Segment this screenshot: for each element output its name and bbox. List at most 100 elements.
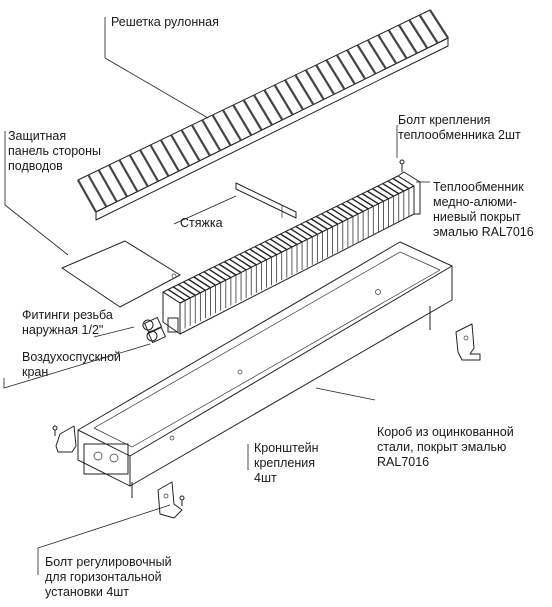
exchanger-top-fin <box>264 240 283 253</box>
exchanger-bolt <box>399 159 405 172</box>
exchanger-top-fin <box>372 188 389 200</box>
exchanger-top-fin <box>280 233 298 246</box>
heat-exchanger <box>162 171 421 335</box>
grille-slat <box>211 114 232 147</box>
exchanger-top-fin <box>305 220 323 233</box>
bracket-bottom <box>157 481 183 519</box>
exchanger-top-fin <box>377 185 395 197</box>
grille-slat <box>170 134 191 167</box>
exchanger-top-fin <box>341 203 359 215</box>
bracket-top-right <box>455 323 481 361</box>
exchanger-top-fin <box>366 190 384 202</box>
grille-slat <box>315 64 336 95</box>
exchanger-top-fin <box>315 215 333 228</box>
label-tie: Стяжка <box>180 216 223 230</box>
bracket-bottom-left <box>55 425 77 453</box>
grille-slat <box>304 69 325 100</box>
exchanger-top-fin <box>285 230 303 243</box>
grille-slat <box>77 179 97 213</box>
grille-slat <box>325 59 346 90</box>
exchanger-top-fin <box>188 278 206 291</box>
exchanger-top-fin <box>244 251 262 263</box>
grille-slat <box>242 99 263 131</box>
grille-slat <box>128 154 149 187</box>
exchanger-top-fin <box>300 223 318 235</box>
grille-slat <box>346 49 367 80</box>
exchanger-top-fin <box>269 238 288 251</box>
grille-slat <box>232 104 253 136</box>
exchanger-top-fin <box>382 182 400 195</box>
grille-slat <box>190 124 211 157</box>
exchanger-top-fin <box>203 271 222 284</box>
exchanger-top-fin <box>331 208 349 220</box>
exchanger-top-fin <box>213 266 232 279</box>
exchanger-top-fin <box>193 276 211 289</box>
exchanger-top-fin <box>177 283 196 296</box>
exchanger-top-fin <box>234 256 252 268</box>
exchanger-top-fin <box>208 268 227 281</box>
exchanger-top-fin <box>326 210 344 223</box>
grille-slat <box>408 19 429 49</box>
galvanized-box <box>77 241 453 498</box>
exchanger-top-fin <box>387 180 405 192</box>
grille-slat <box>221 109 242 141</box>
grille-slat <box>398 24 418 54</box>
exchanger-top-fin <box>239 253 257 266</box>
label-protective-panel: Защитная панель стороны подводов <box>8 129 102 173</box>
exchanger-top-fin <box>183 281 201 294</box>
grille-slat <box>149 144 170 177</box>
exchanger-top-fin <box>167 288 186 302</box>
exchanger-top-fin <box>351 198 369 210</box>
grille-slat <box>139 149 160 182</box>
grille-slat <box>118 159 139 193</box>
grille-slat <box>159 139 180 172</box>
grille-slat <box>418 14 439 44</box>
tie-bar <box>235 182 297 219</box>
grille-slat <box>387 29 408 60</box>
exchanger-top-fin <box>320 213 339 225</box>
exchanger-top-fin <box>336 205 354 218</box>
grille-slat <box>294 74 315 106</box>
grille-slat <box>201 119 222 152</box>
label-air-vent: Воздухоспускной кран <box>22 350 121 379</box>
exchanger-top-fin <box>198 273 216 286</box>
exchanger-top-fin <box>290 228 308 241</box>
protective-panel <box>61 240 181 308</box>
exchanger-top-fin <box>229 258 247 271</box>
grille-slat <box>377 34 398 65</box>
exchanger-top-fin <box>254 246 272 258</box>
exchanger-top-fin <box>310 218 328 230</box>
exchanger-top-fin <box>259 243 278 256</box>
grille-slat <box>429 9 449 39</box>
exchanger-top-fin <box>356 195 374 207</box>
exchanger-top-fin <box>361 193 379 205</box>
label-grille: Решетка рулонная <box>111 15 219 29</box>
exchanger-top-fin <box>346 200 364 213</box>
grille-slat <box>284 79 304 111</box>
label-exchanger: Теплообменник медно-алюми- ниевый покрыт… <box>433 180 534 239</box>
grille-slat <box>87 174 108 208</box>
pipe-fittings <box>142 317 179 343</box>
grille-slat <box>366 39 387 70</box>
leader-lines <box>3 17 430 575</box>
exchanger-top-fin <box>223 261 242 274</box>
grille-slat <box>356 44 377 75</box>
grille-slat <box>180 129 201 162</box>
grille-slat <box>108 164 129 198</box>
label-box: Короб из оцинкованной стали, покрыт эмал… <box>377 425 514 469</box>
exchanger-top-fin <box>392 177 410 190</box>
label-bolt-exchanger: Болт крепления теплообменника 2шт <box>398 113 521 142</box>
exchanger-top-fin <box>249 248 267 261</box>
exchanger-top-fin <box>218 263 237 276</box>
exchanger-top-fin <box>275 235 293 248</box>
leveling-bolt-left <box>52 425 58 436</box>
grille-slat <box>273 84 294 116</box>
label-fittings: Фитинги резьба наружная 1/2" <box>22 308 113 337</box>
grille-slat <box>263 89 284 121</box>
grille-slat <box>335 54 356 85</box>
grille-slat <box>97 169 118 203</box>
label-leveling-bolt: Болт регулировочный для горизонтальной у… <box>45 555 172 599</box>
leveling-bolt-icon <box>179 495 185 506</box>
exchanger-top-fin <box>295 225 313 238</box>
